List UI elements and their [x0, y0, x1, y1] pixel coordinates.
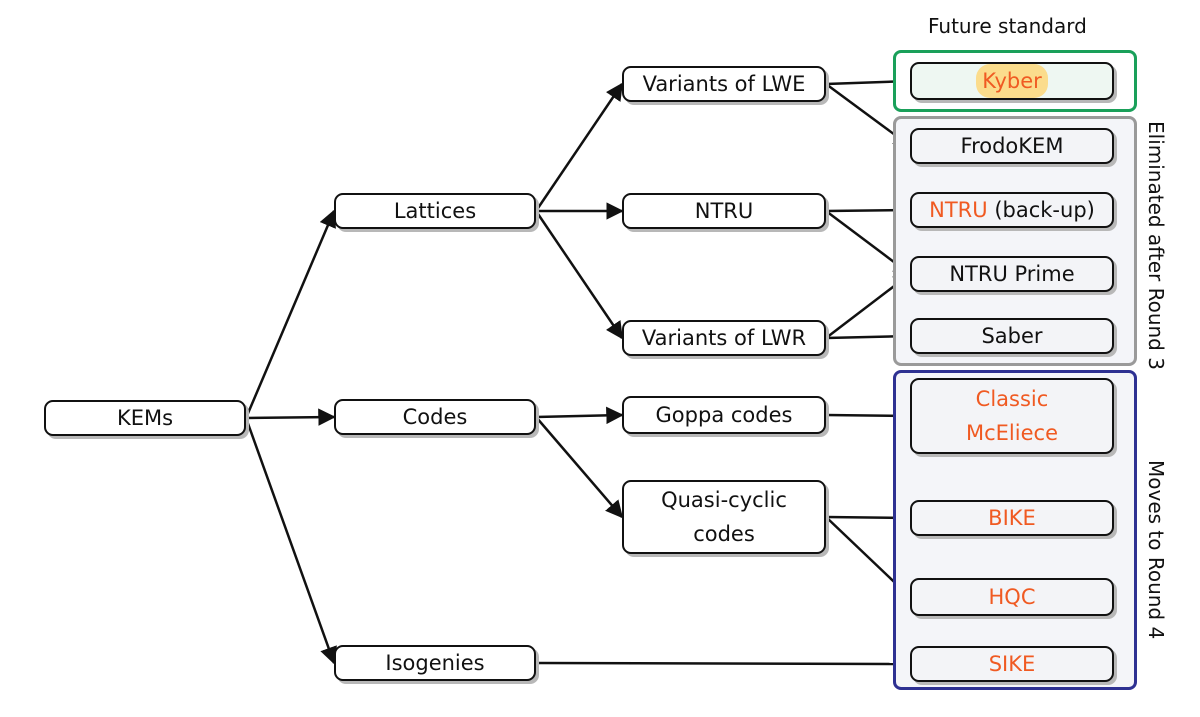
node-classic-mceliece: Classic McEliece [910, 378, 1114, 454]
edge-codes-to-goppa [535, 406, 624, 425]
node-goppa-codes: Goppa codes [622, 396, 826, 434]
node-saber-label: Saber [981, 324, 1043, 348]
node-saber: Saber [910, 318, 1114, 354]
node-sike-label: SIKE [988, 652, 1036, 676]
node-ntru-label: NTRU [694, 199, 754, 223]
node-isogenies: Isogenies [334, 645, 536, 681]
node-ntru-backup: NTRU (back-up) [910, 192, 1114, 228]
node-ntru-backup-suffix: (back-up) [994, 198, 1095, 222]
node-frodokem-label: FrodoKEM [960, 134, 1064, 158]
node-variants-lwe: Variants of LWE [622, 66, 826, 102]
node-hqc-label: HQC [988, 585, 1036, 609]
node-ntru-prime-label: NTRU Prime [949, 262, 1075, 286]
node-lattices-label: Lattices [393, 199, 477, 223]
group-title-future: Future standard [928, 14, 1087, 38]
node-goppa-codes-label: Goppa codes [655, 403, 793, 427]
node-frodokem: FrodoKEM [910, 128, 1114, 164]
edge-kems-to-codes [245, 408, 336, 426]
edge-kems-to-lattices [244, 209, 336, 419]
node-ntru-backup-name: NTRU [929, 198, 988, 222]
node-kyber-label: Kyber [976, 64, 1048, 98]
node-quasi-cyclic-codes: Quasi-cyclic codes [622, 480, 826, 554]
edge-codes-to-quasi-cyclic [535, 416, 624, 519]
node-variants-lwr: Variants of LWR [622, 320, 826, 356]
node-codes: Codes [334, 399, 536, 435]
node-variants-lwe-label: Variants of LWE [642, 72, 806, 96]
node-isogenies-label: Isogenies [385, 651, 485, 675]
node-lattices: Lattices [334, 193, 536, 229]
node-codes-label: Codes [402, 405, 468, 429]
node-kems: KEMs [44, 400, 246, 436]
node-quasi-cyclic-line1: Quasi-cyclic [661, 488, 787, 512]
node-hqc: HQC [910, 578, 1114, 616]
node-sike: SIKE [910, 646, 1114, 682]
edge-lattices-to-lwr [534, 210, 624, 340]
node-variants-lwr-label: Variants of LWR [641, 326, 807, 350]
node-quasi-cyclic-line2: codes [693, 522, 755, 546]
node-mceliece-line1: Classic [975, 387, 1049, 411]
node-bike-label: BIKE [988, 506, 1036, 530]
edge-lattices-to-lwe [534, 82, 624, 212]
edge-kems-to-isogenies [244, 417, 337, 665]
node-kems-label: KEMs [116, 406, 174, 430]
group-title-eliminated: Eliminated after Round 3 [1144, 120, 1168, 370]
node-ntru-prime: NTRU Prime [910, 256, 1114, 292]
node-ntru: NTRU [622, 193, 826, 229]
group-title-round4: Moves to Round 4 [1144, 460, 1168, 640]
edge-isogenies-to-sike [535, 655, 912, 673]
node-mceliece-line2: McEliece [966, 421, 1058, 445]
node-bike: BIKE [910, 500, 1114, 536]
node-kyber: Kyber [910, 62, 1114, 100]
